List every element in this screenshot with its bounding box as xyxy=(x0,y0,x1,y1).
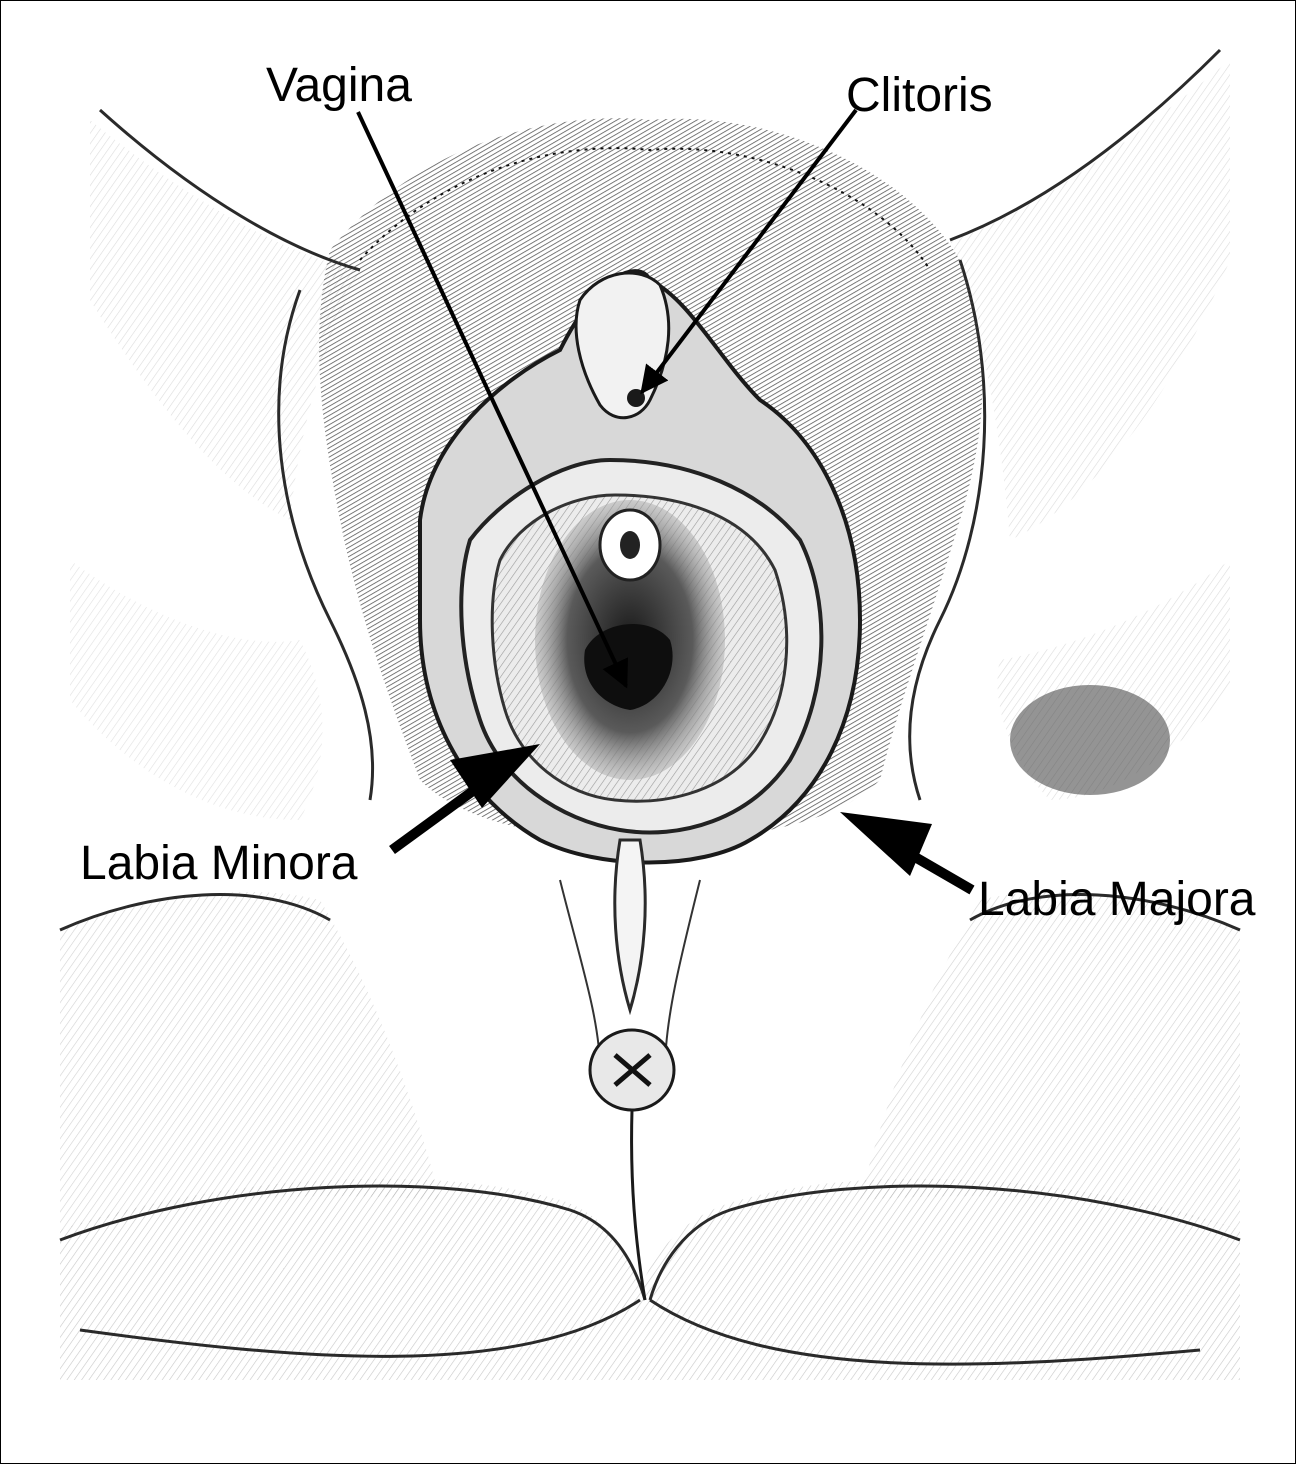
label-labia-minora: Labia Minora xyxy=(80,840,358,888)
label-labia-majora: Labia Majora xyxy=(978,876,1256,924)
vaginal-opening xyxy=(535,500,725,780)
label-clitoris: Clitoris xyxy=(846,72,993,120)
labia-majora-arrow xyxy=(840,812,972,890)
anus xyxy=(590,1030,674,1110)
label-vagina: Vagina xyxy=(266,62,412,110)
